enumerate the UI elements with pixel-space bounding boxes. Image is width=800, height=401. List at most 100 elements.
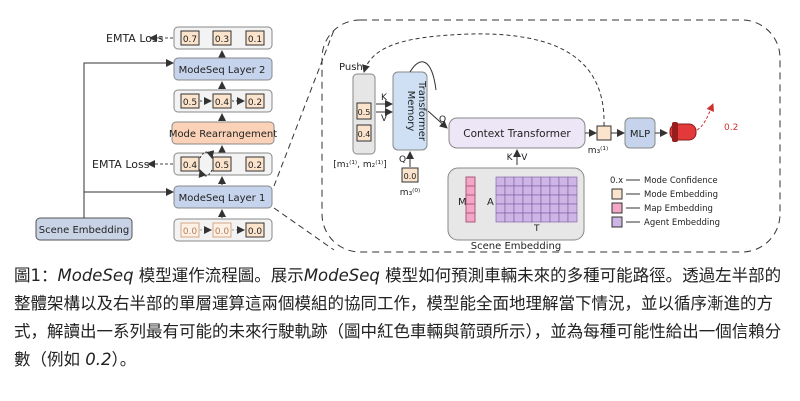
agent-embedding-grid [495, 176, 578, 223]
modeseq-layer-2-label: ModeSeq Layer 2 [179, 65, 266, 76]
agent-embedding-cell [513, 194, 524, 205]
agent-embedding-cell [531, 176, 542, 187]
agent-embedding-cell [549, 212, 560, 223]
agent-letter: A [487, 197, 494, 208]
chain2-score-2: 0.2 [248, 98, 262, 108]
agent-embedding-cell [540, 212, 551, 223]
agent-embedding-cell [567, 212, 578, 223]
ctx-q-label: Q [439, 115, 446, 125]
q-input-label: m₃⁽⁰⁾ [400, 188, 420, 198]
mode-rearrangement [171, 121, 275, 145]
agent-embedding-cell [513, 176, 524, 187]
modeseq-diagram: EMTA Loss 0.7 0.3 0.1 ModeSeq Layer 2 0.… [35, 19, 781, 253]
red-car-icon [669, 122, 697, 142]
memory-transformer-label-line1: Memory [405, 91, 416, 132]
agent-embedding-cell [522, 176, 533, 187]
agent-embedding-cell [558, 185, 569, 196]
caption-fig-number: 圖1： [14, 266, 58, 285]
caption-text-2: 模型如何預測車輛未來的多種可能路徑。透過左半部的整體架構以及右半部的單層運算這兩… [14, 266, 782, 369]
caption-text-1: 模型運作流程圖。展示 [133, 266, 304, 285]
legend-label-map: Map Embedding [644, 204, 713, 214]
agent-embedding-cell [495, 212, 506, 223]
output-mode-embedding [596, 125, 612, 141]
top-score-1: 0.3 [215, 35, 229, 45]
modeseq-layer-1 [173, 185, 273, 209]
modeseq-layer-2 [173, 57, 273, 81]
map-embedding-column [465, 176, 476, 223]
memory-transformer-label-line2: Transformer [416, 80, 427, 142]
scene-embedding-left-label: Scene Embedding [39, 225, 129, 236]
agent-embedding-cell [531, 203, 542, 214]
agent-embedding-cell [540, 194, 551, 205]
agent-embedding-cell [567, 203, 578, 214]
agent-embedding-cell [495, 176, 506, 187]
agent-embedding-cell [522, 185, 533, 196]
legend-label-confidence: Mode Confidence [644, 176, 718, 186]
figure-caption: 圖1：ModeSeq 模型運作流程圖。展示ModeSeq 模型如何預測車輛未來的… [14, 262, 788, 374]
agent-embedding-cell [558, 176, 569, 187]
time-letter: T [533, 224, 540, 234]
agent-embedding-cell [540, 203, 551, 214]
caption-model-name-2: ModeSeq [303, 266, 380, 285]
output-embedding-label: m₃⁽¹⁾ [588, 146, 608, 156]
modeseq-layer-1-label: ModeSeq Layer 1 [179, 193, 266, 204]
agent-embedding-cell [522, 212, 533, 223]
agent-embedding-cell [558, 212, 569, 223]
agent-embedding-cell [549, 203, 560, 214]
agent-embedding-cell [558, 203, 569, 214]
legend-label-mode: Mode Embedding [644, 190, 718, 200]
caption-text-3: ）。 [111, 350, 137, 369]
agent-embedding-cell [504, 176, 515, 187]
agent-embedding-cell [567, 185, 578, 196]
agent-embedding-cell [567, 176, 578, 187]
agent-embedding-cell [531, 194, 542, 205]
agent-embedding-cell [495, 194, 506, 205]
top-score-2: 0.1 [248, 35, 262, 45]
mode-rearrangement-label: Mode Rearrangement [169, 129, 277, 140]
memory-value-1: 0.4 [358, 130, 371, 139]
chain2-score-0: 0.5 [183, 98, 197, 108]
agent-embedding-cell [549, 176, 560, 187]
agent-embedding-cell [495, 185, 506, 196]
agent-embedding-cell [522, 194, 533, 205]
top-score-0: 0.7 [183, 35, 197, 45]
chain1-score-2: 0.2 [248, 161, 262, 171]
predicted-trajectory-arrow [696, 103, 715, 131]
agent-embedding-cell [495, 203, 506, 214]
agent-embedding-cell [504, 194, 515, 205]
agent-embedding-cell [540, 176, 551, 187]
agent-embedding-cell [531, 185, 542, 196]
detail-frame [321, 19, 781, 253]
q-input-value: 0.0 [404, 172, 417, 181]
chain2-score-1: 0.4 [215, 98, 230, 108]
chain1-score-0: 0.4 [183, 161, 198, 171]
scene-embedding-right-label: Scene Embedding [471, 241, 561, 252]
agent-embedding-cell [540, 185, 551, 196]
chain0-score-2: 0.0 [248, 227, 263, 237]
legend-label-agent: Agent Embedding [644, 218, 720, 228]
left-architecture: EMTA Loss 0.7 0.3 0.1 ModeSeq Layer 2 0.… [35, 26, 335, 251]
mem-v-label: V [381, 114, 388, 124]
legend-key-confidence: 0.x [610, 176, 623, 186]
chain0-score-0: 0.0 [183, 227, 198, 237]
mem-k-label: K [381, 93, 388, 103]
mem-q-label: Q [399, 155, 406, 165]
agent-embedding-cell [549, 185, 560, 196]
layer-detail: Push 0.5 0.4 [m₁⁽¹⁾, m₂⁽¹⁾] K V Memory T… [321, 19, 781, 253]
mid-emta-loss-label: EMTA Loss [92, 158, 150, 171]
mlp-label: MLP [630, 129, 650, 140]
caption-score: 0.2 [85, 350, 112, 369]
agent-embedding-cell [504, 203, 515, 214]
memory-value-0: 0.5 [358, 108, 371, 117]
map-letter: M [458, 197, 467, 208]
agent-embedding-cell [558, 194, 569, 205]
agent-embedding-cell [504, 212, 515, 223]
agent-embedding-cell [567, 194, 578, 205]
agent-embedding-cell [522, 203, 533, 214]
agent-embedding-cell [513, 203, 524, 214]
context-transformer-label: Context Transformer [463, 128, 571, 140]
caption-model-name: ModeSeq [57, 266, 134, 285]
agent-embedding-cell [513, 212, 524, 223]
agent-embedding-cell [513, 185, 524, 196]
agent-embedding-cell [549, 194, 560, 205]
